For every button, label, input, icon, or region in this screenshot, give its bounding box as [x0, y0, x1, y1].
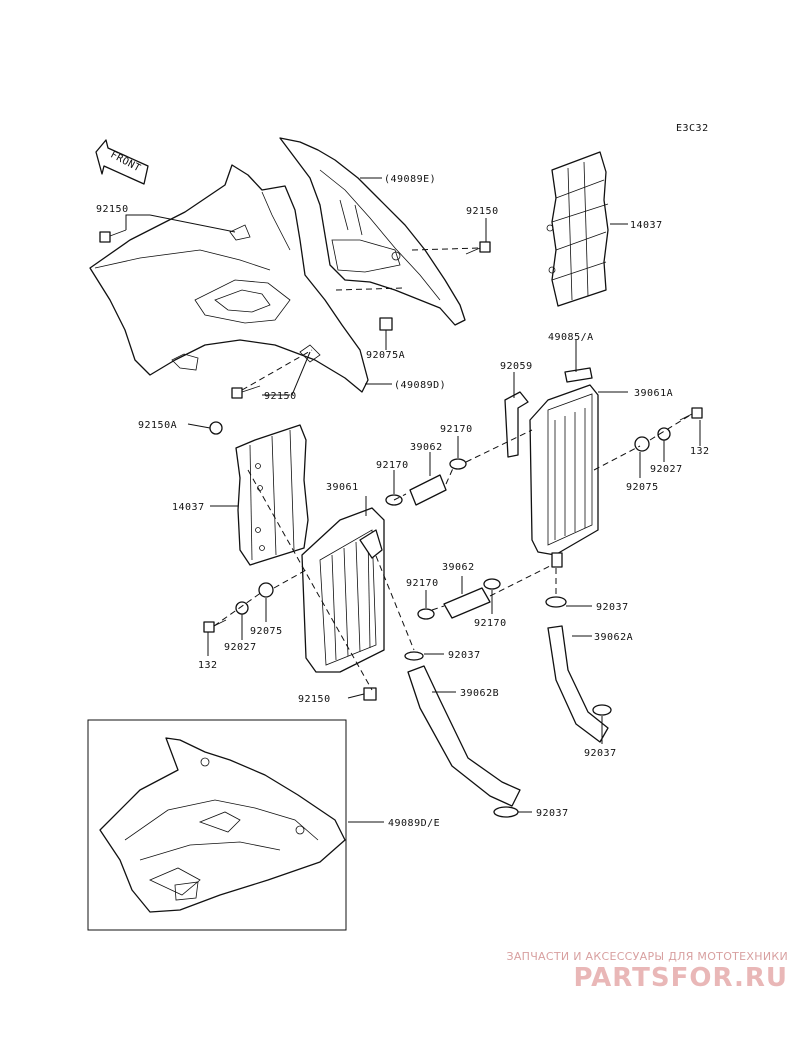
- label-92150-bottom: 92150: [298, 694, 331, 705]
- label-92027-left: 92027: [224, 642, 257, 653]
- label-49089DE: 49089D/E: [388, 818, 440, 829]
- right-radiator-net: [546, 151, 609, 307]
- label-39062-lower: 39062: [442, 562, 475, 573]
- hose-39062A: [547, 625, 609, 743]
- left-radiator-shroud: [89, 164, 369, 393]
- label-39061: 39061: [326, 482, 359, 493]
- label-49089D: (49089D): [394, 380, 446, 391]
- label-92150-top-left: 92150: [96, 204, 129, 215]
- label-92075-right: 92075: [626, 482, 659, 493]
- diagram-code: E3C32: [676, 123, 709, 134]
- watermark-tagline: ЗАПЧАСТИ И АКСЕССУАРЫ ДЛЯ МОТОТЕХНИКИ: [506, 950, 788, 963]
- inset-shroud-graphic: [87, 719, 347, 931]
- label-92075-left: 92075: [250, 626, 283, 637]
- label-92037-d: 92037: [536, 808, 569, 819]
- label-39062A: 39062A: [594, 632, 633, 643]
- label-92150-top-right: 92150: [466, 206, 499, 217]
- hose-39062B: [407, 665, 521, 807]
- label-49085A: 49085/A: [548, 332, 594, 343]
- label-92037-c: 92037: [584, 748, 617, 759]
- hose-39062-lower: [443, 587, 491, 619]
- label-92170-lower-left: 92170: [406, 578, 439, 589]
- label-132-right: 132: [690, 446, 710, 457]
- overflow-tube-92059: [504, 391, 529, 458]
- label-132-left: 132: [198, 660, 218, 671]
- left-radiator: [301, 507, 385, 673]
- label-14037-right: 14037: [630, 220, 663, 231]
- leader-lines: [125, 177, 701, 823]
- label-92170-lower-right: 92170: [474, 618, 507, 629]
- label-39061A: 39061A: [634, 388, 673, 399]
- front-arrow-icon: FRONT: [95, 139, 149, 185]
- label-39062-upper: 39062: [410, 442, 443, 453]
- label-92037-b: 92037: [448, 650, 481, 661]
- right-radiator-shroud: [279, 137, 466, 326]
- label-49089E: (49089E): [384, 174, 436, 185]
- label-92059: 92059: [500, 361, 533, 372]
- hose-39062-upper: [409, 474, 447, 506]
- label-92037-a: 92037: [596, 602, 629, 613]
- label-39062B: 39062B: [460, 688, 499, 699]
- label-92170-upper: 92170: [440, 424, 473, 435]
- label-14037-left: 14037: [172, 502, 205, 513]
- label-92150A: 92150A: [138, 420, 177, 431]
- label-92170-left: 92170: [376, 460, 409, 471]
- label-92150-mid: 92150: [264, 391, 297, 402]
- right-radiator: [529, 367, 599, 568]
- label-92027-right: 92027: [650, 464, 683, 475]
- left-radiator-net: [235, 424, 309, 566]
- watermark-logo: PARTSFOR.RU: [573, 963, 788, 993]
- label-92075A: 92075A: [366, 350, 405, 361]
